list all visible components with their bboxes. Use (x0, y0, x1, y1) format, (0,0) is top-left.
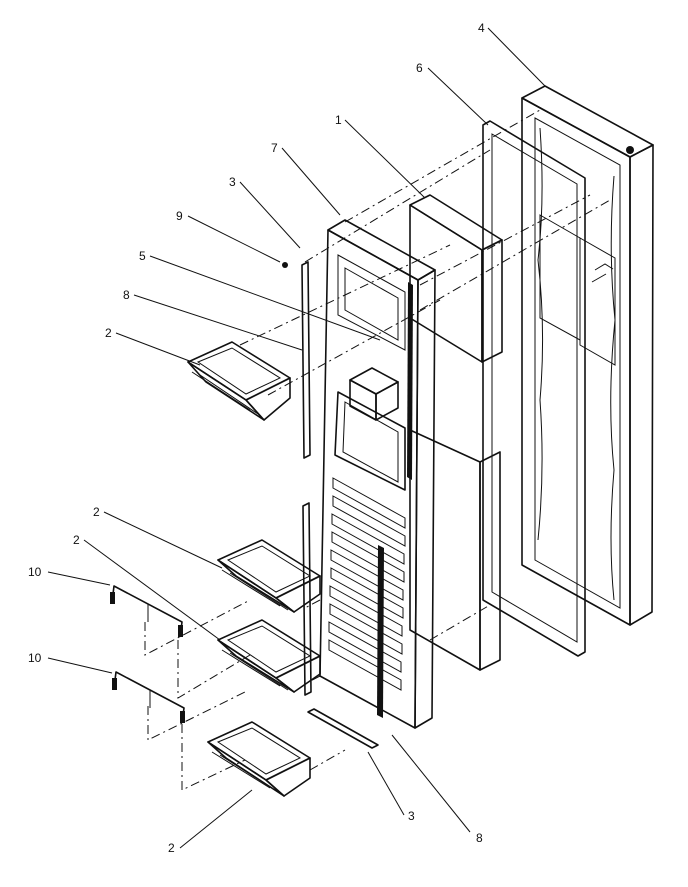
callout-10-lower: 10 (28, 651, 42, 665)
callout-10-upper: 10 (28, 565, 42, 579)
part-2-bin-middle (217, 619, 321, 693)
callout-leaders (47, 27, 546, 849)
part-3-8-trim-strips (301, 261, 379, 749)
callout-3-bottom: 3 (408, 809, 415, 823)
part-6-gasket (482, 120, 586, 657)
callout-8-top: 8 (123, 288, 130, 302)
part-10-retainer-lower (112, 671, 185, 724)
part-9-screw (282, 262, 288, 268)
part-7-inner-liner (319, 219, 436, 729)
callout-5: 5 (139, 249, 146, 263)
callout-2-bottom: 2 (168, 841, 175, 855)
assembly-guide-lines (144, 109, 611, 791)
callout-2-upper: 2 (93, 505, 100, 519)
callout-1: 1 (335, 113, 342, 127)
callout-9: 9 (176, 209, 183, 223)
part-2-bin-upper (217, 539, 321, 613)
part-4-outer-door (521, 85, 654, 626)
callout-labels: 4 6 1 7 3 9 5 8 2 2 2 10 10 8 3 2 (28, 21, 485, 855)
callout-3-top: 3 (229, 175, 236, 189)
callout-8-bottom: 8 (476, 831, 483, 845)
callout-2-middle: 2 (73, 533, 80, 547)
part-10-retainer-upper (110, 585, 183, 638)
part-2-bin-bottom (207, 721, 311, 797)
callout-7: 7 (271, 141, 278, 155)
callout-6: 6 (416, 61, 423, 75)
callout-2-top: 2 (105, 326, 112, 340)
part-2-bin-top (187, 341, 291, 421)
callout-4: 4 (478, 21, 485, 35)
